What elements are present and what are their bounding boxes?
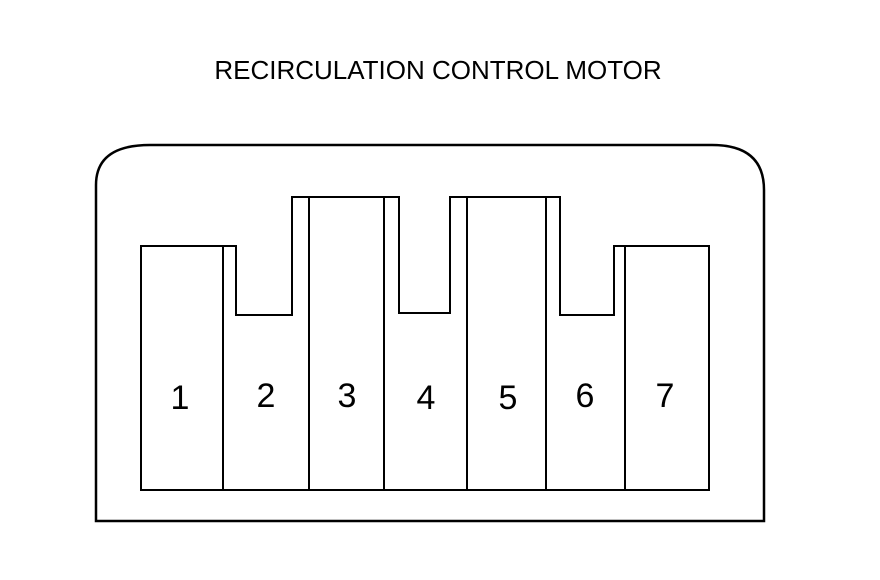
pin-1-label: 1 (171, 379, 190, 417)
pin-6-label: 6 (576, 377, 595, 415)
pin-labels: 1 2 3 4 5 6 7 (171, 377, 675, 417)
pin-4-label: 4 (417, 379, 436, 417)
connector-housing (94, 143, 766, 523)
pin-7-label: 7 (656, 377, 675, 415)
pin-2-label: 2 (257, 377, 276, 415)
terminal-block-outline (140, 196, 710, 491)
pin-3-label: 3 (338, 377, 357, 415)
pin-5-label: 5 (499, 379, 518, 417)
diagram-title: RECIRCULATION CONTROL MOTOR (214, 55, 662, 85)
pin-dividers (222, 197, 626, 490)
